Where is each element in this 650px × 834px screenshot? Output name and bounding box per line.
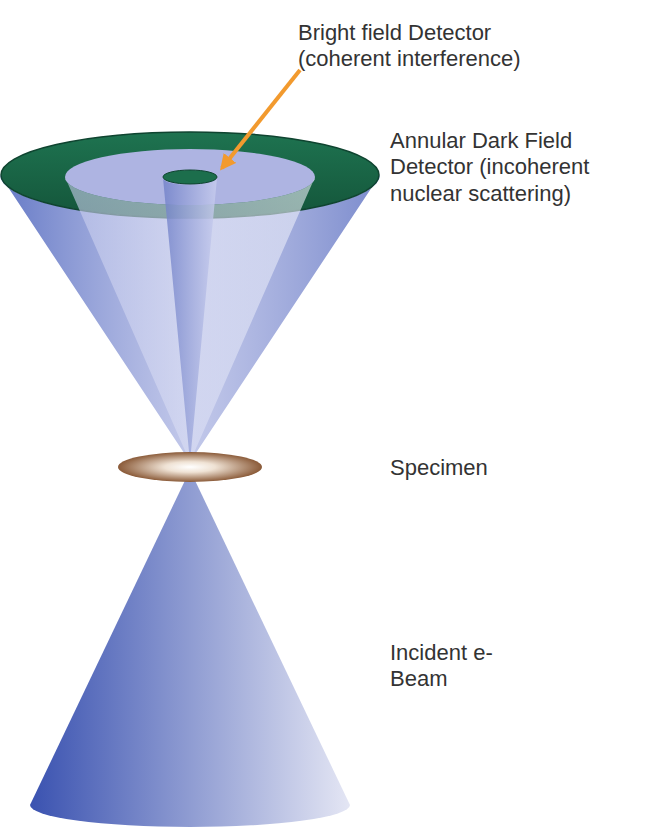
detector-label: Annular Dark Field Detector (incoherent … — [390, 128, 635, 207]
specimen-disc — [118, 452, 262, 482]
inner-cone — [65, 177, 315, 462]
scattered-cone — [0, 175, 380, 462]
central-cone — [163, 178, 217, 462]
bright-field-detector — [163, 170, 217, 184]
beam-label: Incident e-Beam — [390, 640, 502, 693]
pointer-arrow — [222, 70, 300, 168]
detector-label: Bright field Detector (coherent interfer… — [298, 20, 560, 73]
specimen-label: Specimen — [390, 455, 590, 481]
incident-beam-cone — [30, 470, 350, 827]
